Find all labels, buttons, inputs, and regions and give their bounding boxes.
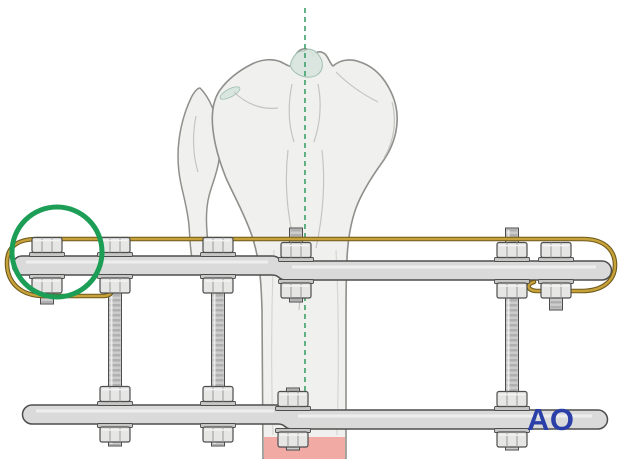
washer — [97, 401, 133, 406]
hex-nut — [496, 431, 528, 448]
hex-nut — [99, 426, 131, 443]
highlight-circle — [9, 204, 105, 300]
hex-nut — [202, 385, 234, 403]
hex-nut — [31, 236, 63, 254]
washer — [538, 257, 574, 262]
hex-nut — [540, 241, 572, 259]
washer — [200, 252, 236, 257]
hex-nut — [280, 241, 312, 259]
hex-nut — [99, 277, 131, 294]
washer — [494, 257, 530, 262]
hex-nut — [202, 277, 234, 294]
washer — [278, 257, 314, 262]
washer — [29, 252, 65, 257]
hex-nut — [540, 282, 572, 299]
hex-nut — [202, 236, 234, 254]
hex-nut — [496, 241, 528, 259]
hex-nut — [202, 426, 234, 443]
washer — [200, 401, 236, 406]
washer — [494, 406, 530, 411]
ao-logo: AO — [527, 402, 575, 437]
hex-nut — [99, 236, 131, 254]
cartilage-sliver — [219, 86, 241, 100]
hex-nut — [496, 282, 528, 299]
articular-cartilage — [289, 48, 323, 78]
hex-nut — [280, 282, 312, 299]
hex-nut — [99, 385, 131, 403]
hex-nut — [277, 431, 309, 448]
hex-nut — [496, 390, 528, 408]
washer — [275, 406, 311, 411]
hex-nut — [277, 390, 309, 408]
